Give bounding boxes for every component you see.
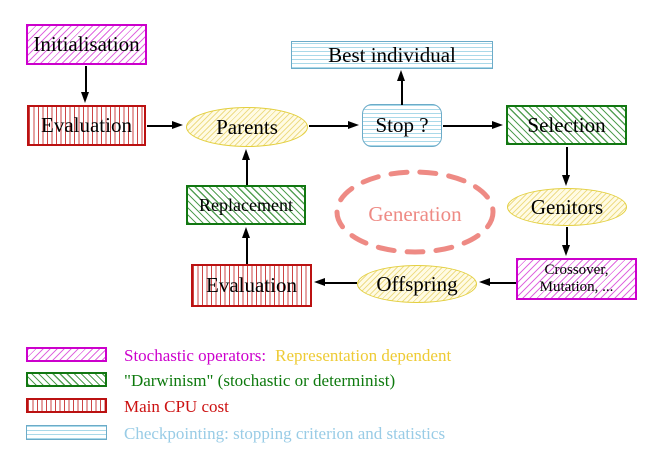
node-best-individual-label: Best individual bbox=[328, 42, 456, 67]
node-replacement: Replacement bbox=[186, 185, 306, 225]
node-genitors-label: Genitors bbox=[530, 194, 604, 219]
node-initialisation-label: Initialisation bbox=[33, 32, 140, 57]
legend-label-representation: Representation dependent bbox=[275, 346, 452, 365]
legend-text-checkpointing: Checkpointing: stopping criterion and st… bbox=[124, 424, 446, 443]
legend-text-stochastic-operators: Stochastic operators: Representation depe… bbox=[124, 346, 451, 366]
node-best-individual: Best individual bbox=[291, 41, 493, 69]
legend-text-cpu-cost: Main CPU cost bbox=[124, 397, 229, 416]
node-selection-label: Selection bbox=[527, 112, 606, 137]
node-stop: Stop ? bbox=[362, 104, 442, 147]
legend-swatch-cpu-cost bbox=[26, 398, 107, 413]
node-stop-label: Stop ? bbox=[375, 113, 429, 138]
legend-swatch-darwinism bbox=[26, 372, 107, 387]
node-evaluation-top: Evaluation bbox=[27, 105, 146, 146]
node-offspring-label: Offspring bbox=[376, 271, 458, 296]
generation-label: Generation bbox=[368, 201, 462, 226]
node-offspring: Offspring bbox=[357, 265, 477, 303]
node-evaluation-bottom-label: Evaluation bbox=[206, 273, 297, 298]
mutation-line: Mutation, ... bbox=[539, 279, 614, 295]
legend-swatch-checkpointing bbox=[26, 425, 107, 440]
node-evaluation-bottom: Evaluation bbox=[191, 264, 312, 307]
node-evaluation-top-label: Evaluation bbox=[41, 113, 132, 138]
legend-label-stochastic: Stochastic operators: bbox=[124, 346, 267, 365]
node-replacement-label: Replacement bbox=[199, 194, 293, 215]
node-selection: Selection bbox=[506, 105, 627, 145]
node-crossover-mutation: Crossover, Mutation, ... bbox=[516, 258, 637, 300]
crossover-line: Crossover, bbox=[544, 261, 609, 278]
node-initialisation: Initialisation bbox=[26, 24, 147, 65]
legend-swatch-stochastic-operators bbox=[26, 347, 107, 362]
node-genitors: Genitors bbox=[507, 188, 627, 226]
node-parents-label: Parents bbox=[216, 114, 278, 139]
generation-cycle-ellipse bbox=[334, 169, 496, 255]
node-crossover-mutation-label: Crossover, Mutation, ... bbox=[540, 262, 614, 297]
node-parents: Parents bbox=[186, 107, 308, 147]
legend-text-darwinism: "Darwinism" (stochastic or determinist) bbox=[124, 371, 396, 390]
generation-cycle: Generation bbox=[325, 164, 505, 264]
